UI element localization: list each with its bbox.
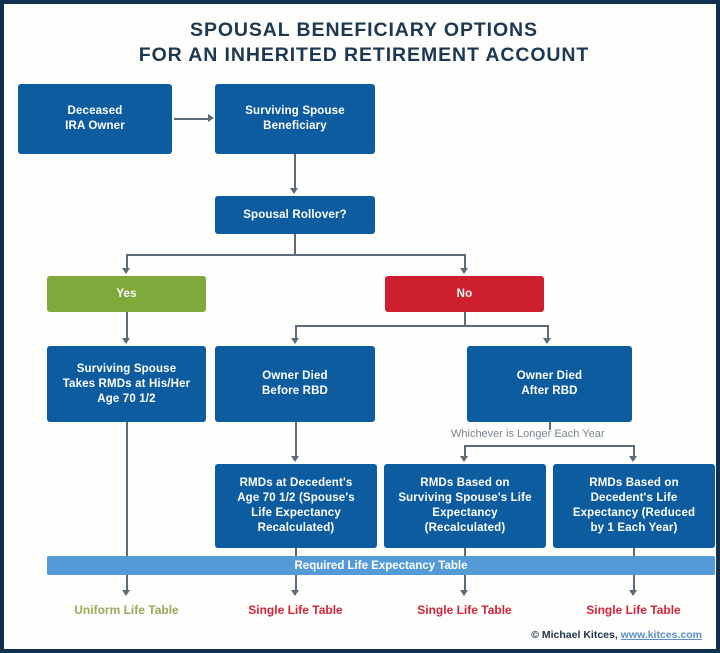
node-rmds-decedent-age-70-half-line-2: Age 70 1/2 (Spouse's [237,492,355,504]
node-rmds-decedent-age-70-half-line-1: RMDs at Decedent's [239,477,353,489]
arrowhead-rollover-to-yes [122,268,130,274]
node-rmds-decedent-life-expectancy-line-4: by 1 Each Year) [590,522,678,534]
connector-deceased-to-spouse [174,118,210,120]
node-spousal-rollover-label: Spousal Rollover? [243,208,347,221]
connector-rollover-to-no [464,254,466,270]
node-no[interactable]: No [385,276,544,312]
connector-bar-to-leaf-4 [633,575,635,592]
node-surviving-spouse-rmds-line-2: Takes RMDs at His/Her [62,377,191,390]
connector-after-rbd-to-decedent-le [633,445,635,458]
node-yes[interactable]: Yes [47,276,206,312]
node-rmds-decedent-age-70-half-line-4: Recalculated) [257,522,335,534]
page-title: Spousal Beneficiary Options For an Inher… [4,18,716,68]
arrowhead-after-rbd-to-spouse-le [460,456,468,462]
arrowhead-deceased-to-spouse [208,114,214,122]
arrowhead-no-to-after-rbd [543,338,551,344]
arrowhead-yes-to-rmds [122,338,130,344]
connector-rollover-split [126,254,465,256]
connector-rmds-spouse-le-to-bar [464,548,466,556]
node-surviving-spouse-beneficiary-line-2: Beneficiary [263,120,327,132]
node-rmds-decedent-life-expectancy-line-3: Expectancy (Reduced [572,507,696,519]
connector-before-rbd-to-rmds [295,422,297,458]
connector-no-split [295,325,548,327]
node-yes-label: Yes [116,287,137,300]
node-owner-died-before-rbd[interactable]: Owner Died Before RBD [215,346,375,422]
node-rmds-decedent-age-70-half-line-3: Life Expectancy [251,507,341,519]
connector-no-to-before-rbd [295,325,297,340]
node-rmds-decedent-life-expectancy-line-2: Decedent's Life [590,492,678,504]
node-owner-died-before-rbd-line-1: Owner Died [262,370,328,382]
connector-bar-to-leaf-1 [126,575,128,592]
connector-no-to-after-rbd [547,325,549,340]
node-rmds-surviving-spouse-life-expectancy-line-4: (Recalculated) [424,522,506,534]
page-title-line-2: For an Inherited Retirement Account [138,44,590,66]
connector-rollover-to-yes [126,254,128,270]
node-owner-died-after-rbd-line-1: Owner Died [516,370,583,382]
node-deceased-ira-owner-line-2: IRA Owner [65,120,125,132]
connector-after-rbd-stem [549,422,551,430]
node-no-label: No [456,287,473,300]
connector-no-stem [464,312,466,326]
leaf-uniform-life-table: Uniform Life Table [74,603,179,617]
node-owner-died-after-rbd-line-2: After RBD [521,385,578,397]
node-owner-died-after-rbd[interactable]: Owner Died After RBD [467,346,632,422]
node-surviving-spouse-rmds-line-3: Age 70 1/2 [97,392,156,405]
arrowhead-before-rbd-to-rmds [291,456,299,462]
connector-bar-to-leaf-2 [295,575,297,592]
node-surviving-spouse-beneficiary-line-1: Surviving Spouse [245,105,345,117]
node-spousal-rollover[interactable]: Spousal Rollover? [215,196,375,234]
arrowhead-rollover-to-no [460,268,468,274]
connector-after-rbd-split [464,445,634,447]
connector-rmds-decedent-le-to-bar [633,548,635,556]
node-deceased-ira-owner[interactable]: Deceased IRA Owner [18,84,172,154]
node-rmds-surviving-spouse-life-expectancy-line-2: Surviving Spouse's Life [398,492,532,504]
connector-rollover-stem [294,234,296,255]
arrowhead-after-rbd-to-decedent-le [629,456,637,462]
arrowhead-bar-to-leaf-4 [629,590,637,596]
arrowhead-bar-to-leaf-3 [460,590,468,596]
node-owner-died-before-rbd-line-2: Before RBD [261,385,329,397]
node-rmds-decedent-life-expectancy[interactable]: RMDs Based on Decedent's Life Expectancy… [553,464,715,548]
arrowhead-bar-to-leaf-1 [122,590,130,596]
node-surviving-spouse-rmds[interactable]: Surviving Spouse Takes RMDs at His/Her A… [47,346,206,422]
node-surviving-spouse-beneficiary[interactable]: Surviving Spouse Beneficiary [215,84,375,154]
arrowhead-bar-to-leaf-2 [291,590,299,596]
bar-required-life-expectancy-table-label: Required Life Expectancy Table [294,559,468,572]
node-rmds-decedent-age-70-half[interactable]: RMDs at Decedent's Age 70 1/2 (Spouse's … [215,464,377,548]
credit-line: © Michael Kitces, www.kitces.com [531,629,702,641]
bar-required-life-expectancy-table[interactable]: Required Life Expectancy Table [47,556,715,575]
arrowhead-no-to-before-rbd [291,338,299,344]
connector-yes-to-rmds [126,312,128,340]
leaf-single-life-table-1: Single Life Table [248,603,343,617]
leaf-single-life-table-3: Single Life Table [586,603,681,617]
connector-surviving-spouse-rmds-to-bar [126,422,128,556]
node-rmds-surviving-spouse-life-expectancy-line-1: RMDs Based on [420,477,510,489]
node-rmds-surviving-spouse-life-expectancy-line-3: Expectancy [432,507,498,519]
connector-after-rbd-to-spouse-le [464,445,466,458]
connector-spouse-to-rollover [294,154,296,190]
credit-url-link[interactable]: www.kitces.com [620,629,702,641]
connector-bar-to-leaf-3 [464,575,466,592]
node-deceased-ira-owner-line-1: Deceased [67,105,123,117]
page-title-line-1: Spousal Beneficiary Options [190,19,538,41]
arrowhead-spouse-to-rollover [290,188,298,194]
credit-copyright: © Michael Kitces, [531,629,618,641]
leaf-single-life-table-2: Single Life Table [417,603,512,617]
node-rmds-surviving-spouse-life-expectancy[interactable]: RMDs Based on Surviving Spouse's Life Ex… [384,464,546,548]
annotation-whichever-is-longer: Whichever is Longer Each Year [451,428,605,440]
node-surviving-spouse-rmds-line-1: Surviving Spouse [76,362,177,375]
node-rmds-decedent-life-expectancy-line-1: RMDs Based on [589,477,679,489]
connector-rmds-decedent-70-to-bar [295,548,297,556]
